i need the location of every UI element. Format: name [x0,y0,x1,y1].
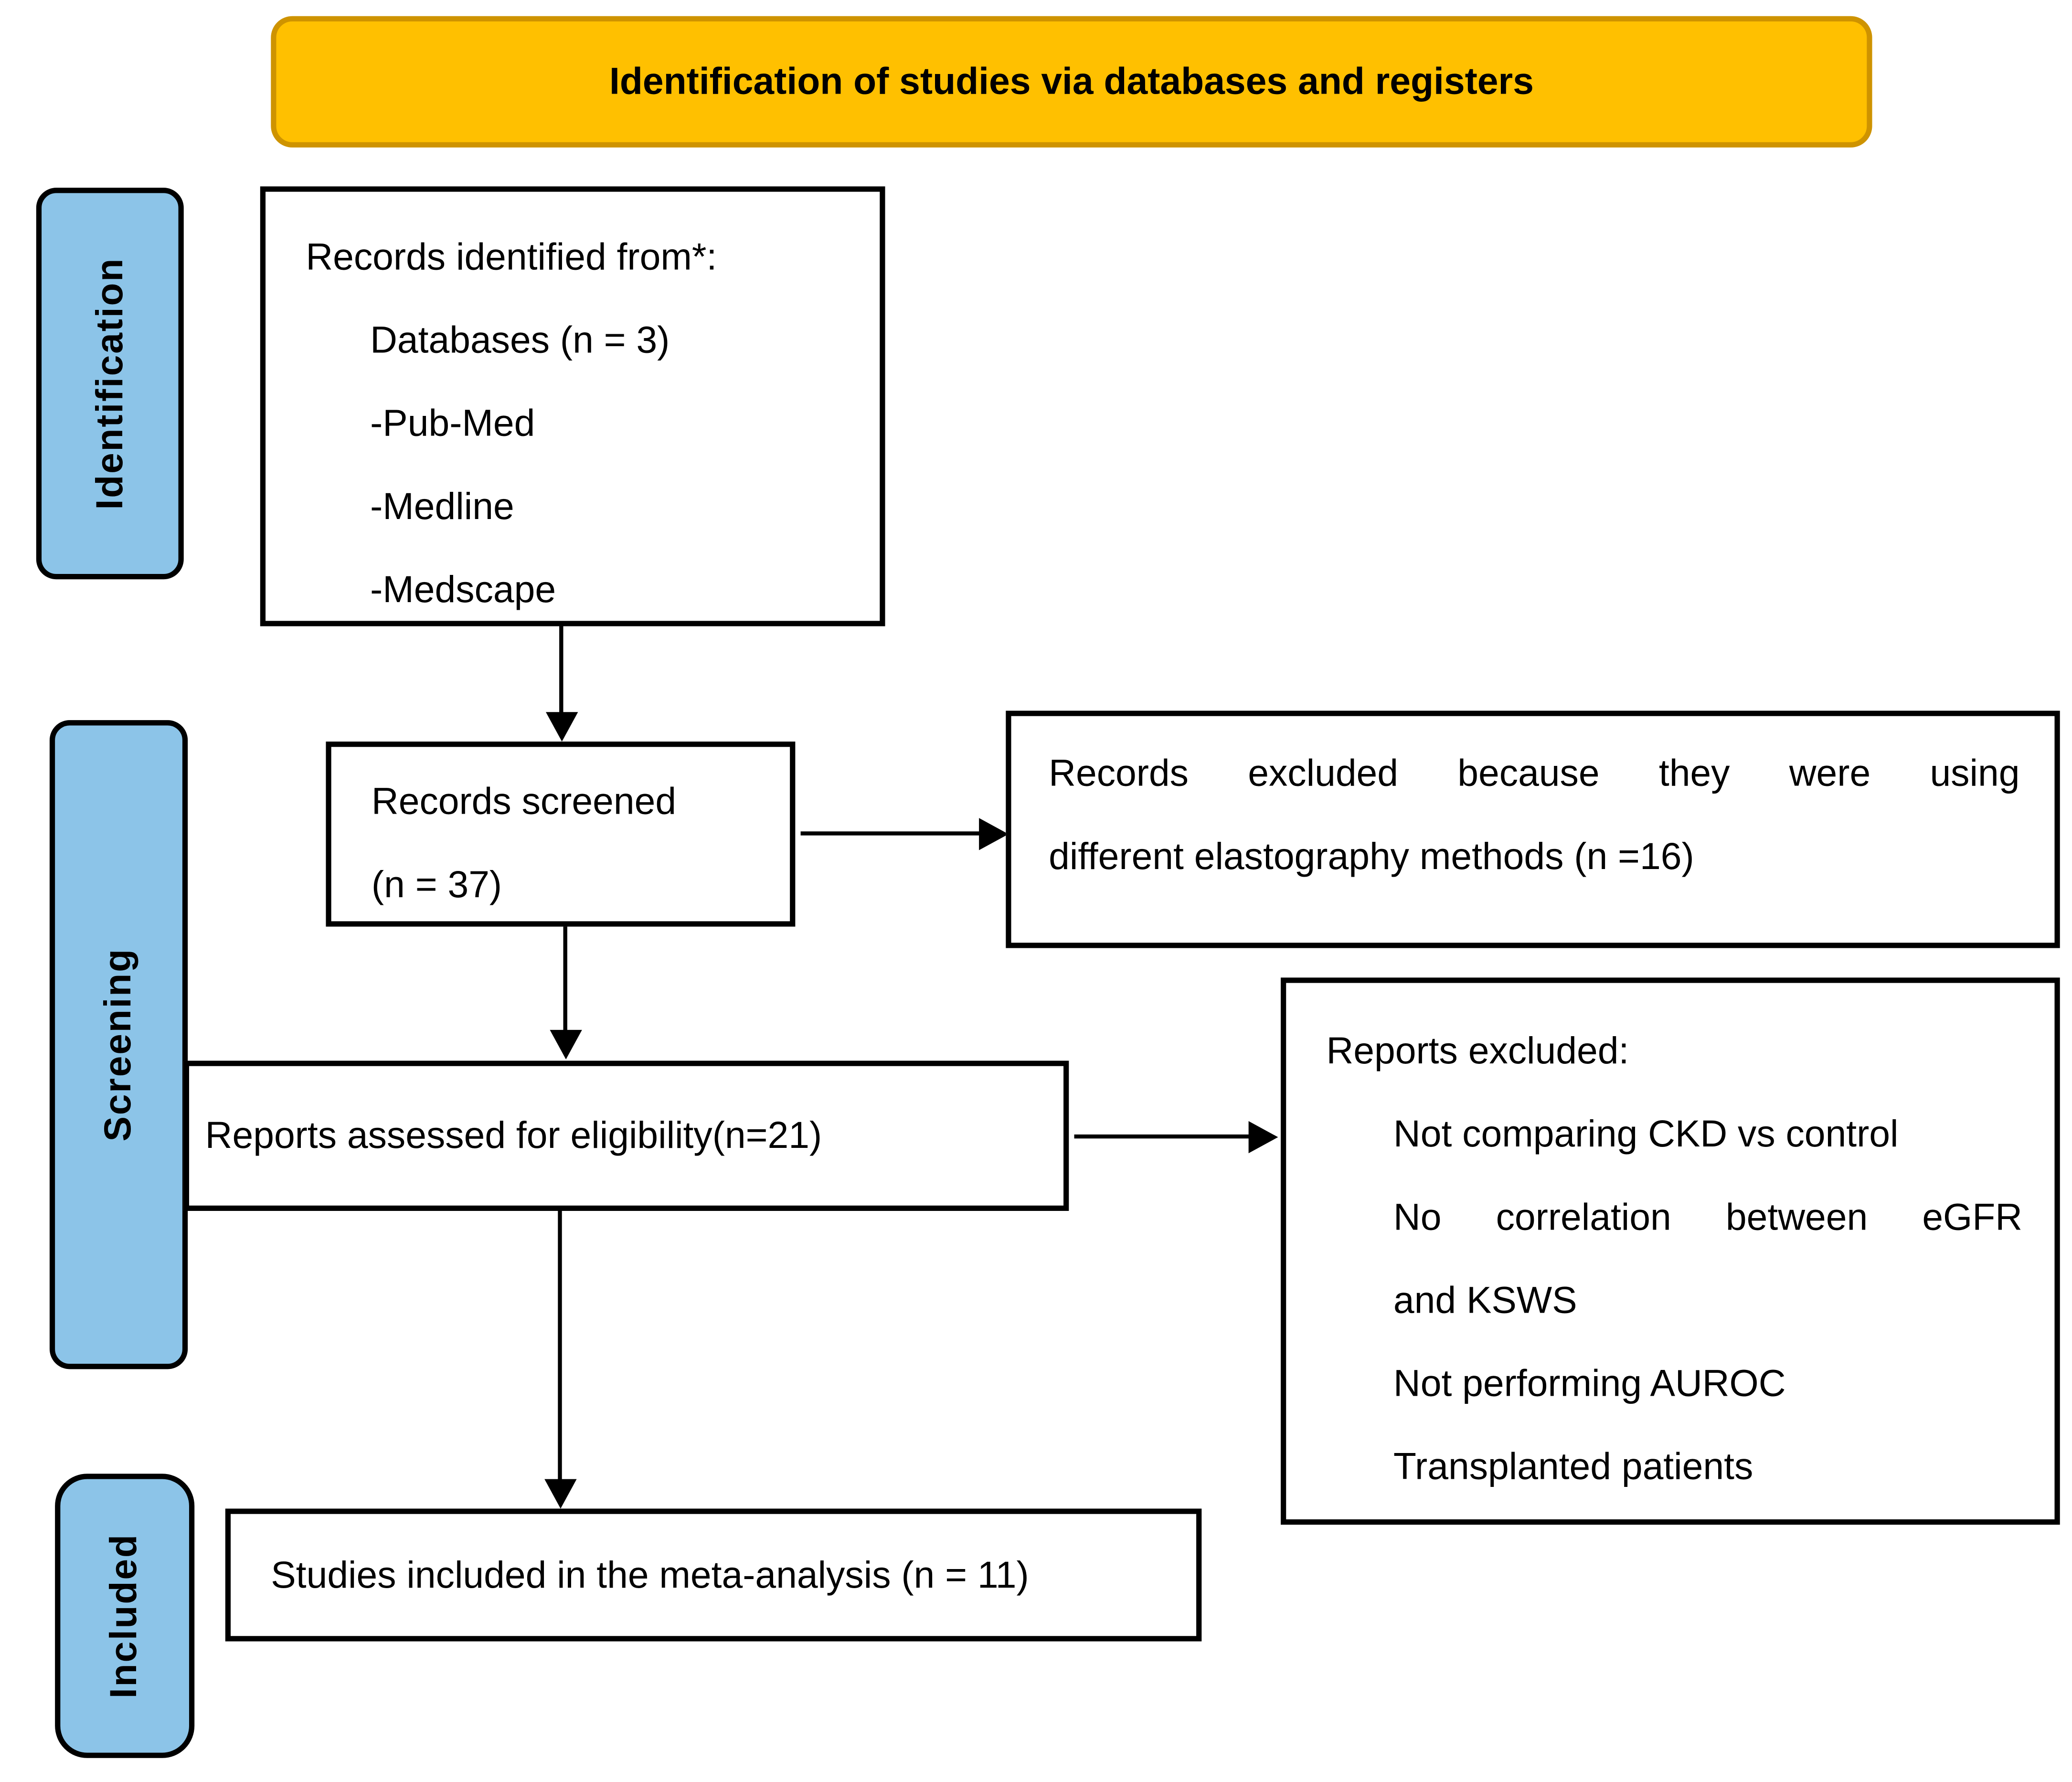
stage-label-identification-text: Identification [88,257,130,510]
arrow-assessed-to-reports-excluded-line [1074,1134,1253,1139]
records-identified-line-3: -Pub-Med [370,402,535,444]
records-excluded-box: Records excluded because they were using… [1006,711,2060,948]
records-screened-line-1: Records screened [371,780,677,822]
stage-label-screening: Screening [49,720,188,1369]
reports-excluded-item-3: and KSWS [1393,1279,1577,1321]
stage-label-identification: Identification [36,188,184,580]
arrow-screened-to-assessed-head [550,1029,582,1060]
records-identified-line-4: -Medline [370,485,514,527]
reports-excluded-heading: Reports excluded: [1326,1029,1629,1071]
reports-assessed-box: Reports assessed for eligibility(n=21) [183,1061,1069,1211]
title-banner-text: Identification of studies via databases … [609,60,1534,102]
arrow-identified-to-screened-head [546,712,578,742]
arrow-screened-to-excluded-head [979,818,1009,850]
reports-assessed-text: Reports assessed for eligibility(n=21) [205,1114,822,1156]
arrow-screened-to-assessed-line [563,926,567,1031]
arrow-assessed-to-included-head [544,1479,577,1509]
records-screened-box: Records screened (n = 37) [326,742,796,927]
studies-included-text: Studies included in the meta-analysis (n… [271,1553,1029,1595]
arrow-assessed-to-reports-excluded-head [1248,1121,1278,1154]
records-identified-line-1: Records identified from*: [306,236,717,278]
stage-label-included: Included [55,1474,195,1758]
arrow-identified-to-screened-line [559,626,563,715]
reports-excluded-item-5: Transplanted patients [1393,1445,1753,1487]
records-excluded-line-1: Records excluded because they were using [1049,752,2020,794]
records-identified-line-5: -Medscape [370,568,556,610]
studies-included-box: Studies included in the meta-analysis (n… [225,1508,1202,1642]
title-banner: Identification of studies via databases … [271,16,1872,148]
arrow-assessed-to-included-line [558,1210,562,1482]
reports-excluded-box: Reports excluded: Not comparing CKD vs c… [1281,977,2060,1525]
records-identified-line-2: Databases (n = 3) [370,319,670,361]
reports-excluded-item-2: No correlation between eGFR [1393,1196,2023,1238]
records-identified-box: Records identified from*: Databases (n =… [260,186,885,626]
reports-excluded-item-4: Not performing AUROC [1393,1362,1786,1404]
records-excluded-line-2: different elastography methods (n =16) [1049,835,1694,877]
records-screened-line-2: (n = 37) [371,863,502,905]
stage-label-screening-text: Screening [97,947,139,1142]
stage-label-included-text: Included [103,1533,145,1699]
arrow-screened-to-excluded-line [800,831,983,836]
reports-excluded-item-1: Not comparing CKD vs control [1393,1113,1899,1155]
